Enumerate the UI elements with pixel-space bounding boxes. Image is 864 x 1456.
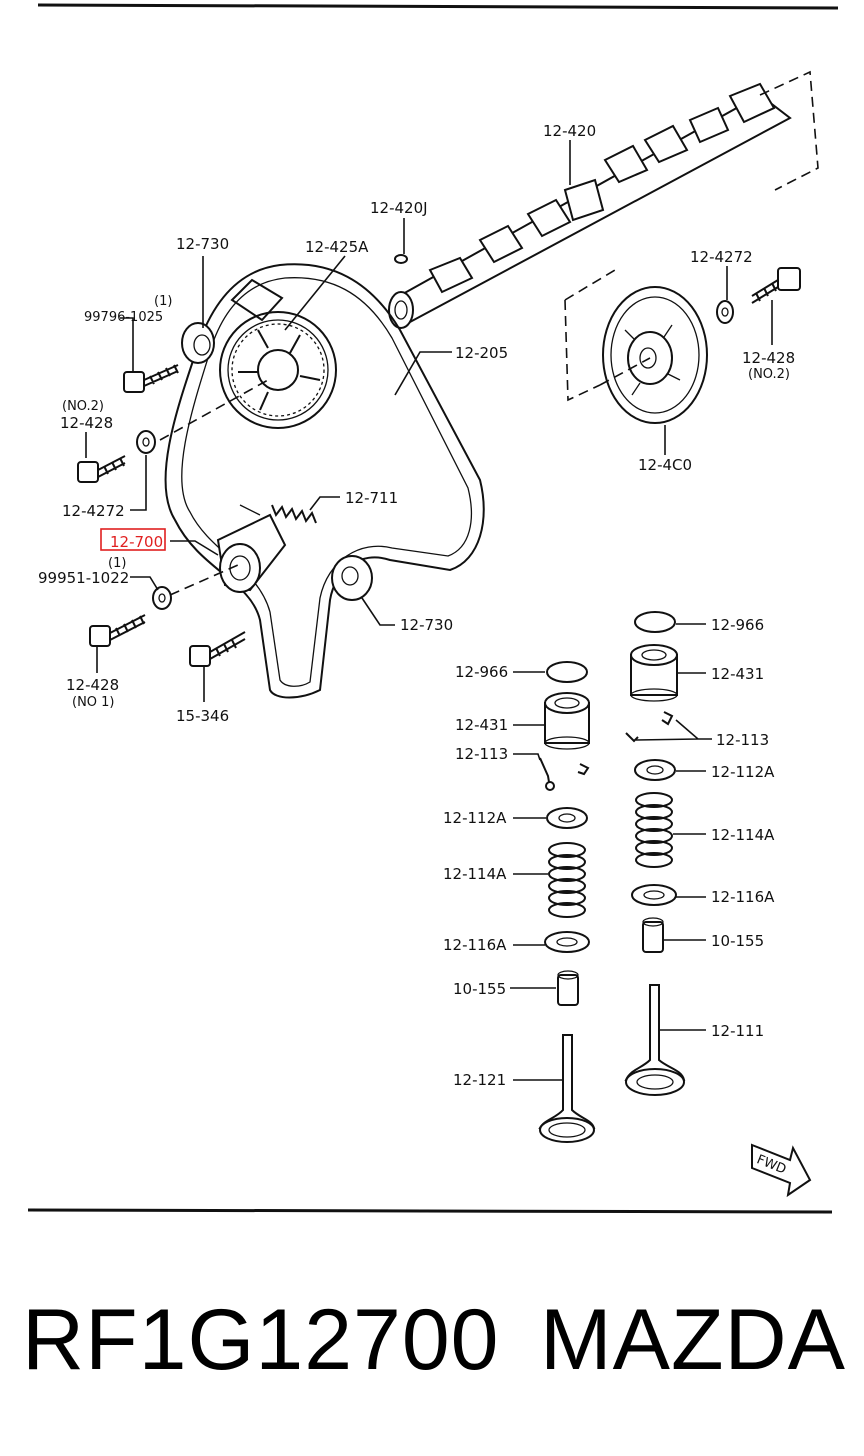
- tension-spring: [271, 504, 317, 524]
- bolt-left: [77, 455, 126, 483]
- dowel-pin: [394, 254, 408, 264]
- label-left-seal: 10-155: [453, 980, 506, 998]
- label-bolt-lower: 12-428: [66, 676, 119, 694]
- label-washer-left: 12-4272: [62, 502, 125, 520]
- label-right-valve: 12-111: [711, 1022, 764, 1040]
- washer-tensioner: [152, 586, 172, 610]
- tensioner-pulley: [216, 504, 287, 593]
- part-labels: 12-420 12-420J 12-730 12-425A (1) 99796-…: [38, 122, 795, 1089]
- label-idler-lower: 12-730: [400, 616, 453, 634]
- label-left-spring: 12-114A: [443, 865, 507, 883]
- washer-left: [136, 430, 156, 454]
- label-bolt-left: 12-428: [60, 414, 113, 432]
- label-right-tappet: 12-431: [711, 665, 764, 683]
- assembly-line-right: [599, 357, 651, 386]
- label-right-seat: 12-116A: [711, 888, 775, 906]
- label-left-retainer: 12-112A: [443, 809, 507, 827]
- leader-lines: [85, 140, 773, 1081]
- valve-train-right: [624, 611, 686, 1096]
- label-left-tappet: 12-431: [455, 716, 508, 734]
- bolt-stud: [189, 631, 246, 667]
- idler-top-left: [181, 322, 215, 364]
- label-left-key: 12-113: [455, 745, 508, 763]
- washer-right: [716, 300, 734, 324]
- assembly-line-lower: [169, 564, 239, 596]
- label-dowel-pin: 12-420J: [370, 199, 428, 217]
- assembly-line-left: [159, 379, 269, 441]
- label-tensioner: 12-700: [110, 533, 163, 551]
- label-spring: 12-711: [345, 489, 398, 507]
- label-timing-belt: 12-205: [455, 344, 508, 362]
- label-left-shim: 12-966: [455, 663, 508, 681]
- idler-lower: [331, 555, 373, 601]
- camshaft-drawing: [388, 70, 819, 329]
- label-washer-tensioner: 99951-1022: [38, 569, 129, 587]
- label-left-valve: 12-121: [453, 1071, 506, 1089]
- label-bolt-top: 99796-1025: [84, 310, 163, 325]
- label-bolt-lower-note: (NO 1): [72, 695, 115, 710]
- bolt-top-left: [123, 364, 179, 393]
- footer: RF1G12700 MAZDA: [0, 1290, 864, 1400]
- fwd-arrow-icon: FWD: [751, 1143, 812, 1198]
- label-camshaft: 12-420: [543, 122, 596, 140]
- label-right-retainer: 12-112A: [711, 763, 775, 781]
- cam-pulley: [219, 278, 337, 429]
- label-right-seal: 10-155: [711, 932, 764, 950]
- pump-pulley: [564, 269, 708, 424]
- exploded-parts-diagram: FWD 12-420: [27, 3, 839, 1214]
- label-bolt-right: 12-428: [742, 349, 795, 367]
- bottom-rule: [27, 1208, 833, 1214]
- label-right-spring: 12-114A: [711, 826, 775, 844]
- label-pump-pulley: 12-4C0: [638, 456, 692, 474]
- top-rule: [37, 3, 839, 10]
- brand-name: MAZDA: [540, 1292, 846, 1388]
- label-washer-right: 12-4272: [690, 248, 753, 266]
- bolt-lower: [89, 614, 146, 647]
- part-number: RF1G12700: [22, 1292, 500, 1388]
- valve-train-left: [538, 661, 596, 1143]
- label-left-seat: 12-116A: [443, 936, 507, 954]
- label-right-key: 12-113: [716, 731, 769, 749]
- label-qty-washer-tensioner: (1): [108, 556, 126, 571]
- label-right-shim: 12-966: [711, 616, 764, 634]
- label-bolt-right-note: (NO.2): [748, 367, 790, 382]
- bolt-right: [751, 267, 801, 304]
- label-idler-top-left: 12-730: [176, 235, 229, 253]
- label-qty-bolt-top: (1): [154, 294, 172, 309]
- label-bolt-stud: 15-346: [176, 707, 229, 725]
- label-bolt-left-note: (NO.2): [62, 399, 104, 414]
- tensioner-highlight-box: [100, 528, 166, 551]
- label-cam-pulley: 12-425A: [305, 238, 369, 256]
